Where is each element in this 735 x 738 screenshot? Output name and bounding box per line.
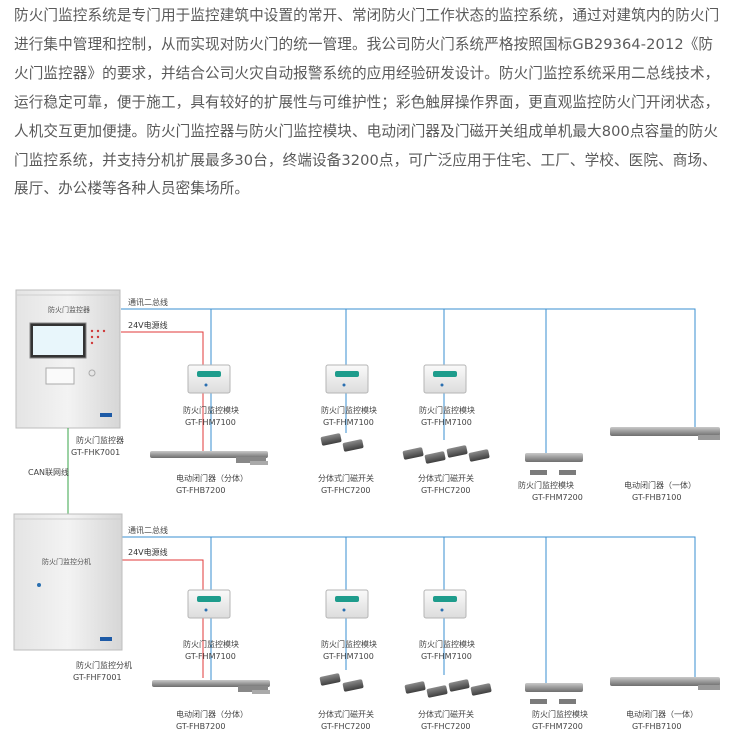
lower-dev-1-model: GT-FHB7200 xyxy=(176,722,225,731)
upper-controller-name: 防火门监控器 xyxy=(76,435,124,445)
upper-door-module-bar xyxy=(525,453,583,475)
can-label: CAN联网线 xyxy=(28,467,69,477)
upper-dev-3-model: GT-FHC7200 xyxy=(421,486,471,495)
upper-module-2-model: GT-FHM7100 xyxy=(323,418,374,427)
lower-module-3-name: 防火门监控模块 xyxy=(419,639,475,649)
lower-module-3-model: GT-FHM7100 xyxy=(421,652,472,661)
lower-door-magnet-1 xyxy=(319,673,364,692)
lower-dev-2-model: GT-FHC7200 xyxy=(321,722,371,731)
upper-dev-5-name: 电动闭门器（一体） xyxy=(624,480,696,490)
upper-door-closer-split xyxy=(150,451,268,465)
upper-door-magnet-2 xyxy=(402,445,490,464)
lower-module-1-name: 防火门监控模块 xyxy=(183,639,239,649)
upper-module-3-name: 防火门监控模块 xyxy=(419,405,475,415)
lower-module-2-model: GT-FHM7100 xyxy=(323,652,374,661)
upper-controller-model: GT-FHK7001 xyxy=(71,448,120,457)
upper-power-lines xyxy=(121,331,204,451)
lower-system: 通讯二总线 24V电源线 防火门监控分机 防火门监控分机 GT-FHF7001 … xyxy=(13,513,720,731)
upper-dev-1-name: 电动闭门器（分体） xyxy=(176,473,248,483)
upper-dev-5-model: GT-FHB7100 xyxy=(632,493,681,502)
lower-bus-label: 通讯二总线 xyxy=(128,525,168,535)
lower-door-magnet-2 xyxy=(404,679,492,698)
upper-panel-title: 防火门监控器 xyxy=(48,305,90,314)
upper-door-magnet-1 xyxy=(320,433,364,452)
lower-dev-2-name: 分体式门磁开关 xyxy=(318,709,374,719)
upper-dev-2-model: GT-FHC7200 xyxy=(321,486,371,495)
lower-dev-3-model: GT-FHC7200 xyxy=(421,722,471,731)
lower-module-2-name: 防火门监控模块 xyxy=(321,639,377,649)
intro-paragraph: 防火门监控系统是专门用于监控建筑中设置的常开、常闭防火门工作状态的监控系统，通过… xyxy=(14,2,724,204)
system-diagram: 通讯二总线 24V电源线 防火门监控器 防火门监控器 GT-FHK7001 防火… xyxy=(13,289,720,731)
lower-module-1 xyxy=(187,589,231,619)
intro-text: 防火门监控系统是专门用于监控建筑中设置的常开、常闭防火门工作状态的监控系统，通过… xyxy=(14,7,720,198)
upper-dev-3-name: 分体式门磁开关 xyxy=(418,473,474,483)
lower-controller-cabinet: 防火门监控分机 xyxy=(13,513,123,651)
lower-module-3 xyxy=(423,589,467,619)
upper-module-1-model: GT-FHM7100 xyxy=(185,418,236,427)
lower-controller-model: GT-FHF7001 xyxy=(73,673,122,682)
upper-power-label: 24V电源线 xyxy=(128,320,168,330)
upper-module-1 xyxy=(187,364,231,394)
upper-door-closer-integrated xyxy=(610,427,720,440)
upper-system: 通讯二总线 24V电源线 防火门监控器 防火门监控器 GT-FHK7001 防火… xyxy=(15,289,720,502)
upper-dev-4-model: GT-FHM7200 xyxy=(532,493,583,502)
lower-module-2 xyxy=(325,589,369,619)
lower-power-lines xyxy=(121,559,204,678)
upper-module-3 xyxy=(423,364,467,394)
upper-controller-screen xyxy=(33,326,83,355)
lower-dev-5-model: GT-FHB7100 xyxy=(632,722,681,731)
upper-module-2 xyxy=(325,364,369,394)
lower-dev-4-name: 防火门监控模块 xyxy=(532,709,588,719)
upper-bus-label: 通讯二总线 xyxy=(128,297,168,307)
lower-door-module-bar xyxy=(525,683,583,704)
upper-controller-cabinet: 防火门监控器 xyxy=(15,289,121,429)
lower-bus-lines xyxy=(121,536,696,683)
upper-module-3-model: GT-FHM7100 xyxy=(421,418,472,427)
lower-dev-5-name: 电动闭门器（一体） xyxy=(626,709,698,719)
lower-controller-name: 防火门监控分机 xyxy=(76,660,132,670)
upper-dev-1-model: GT-FHB7200 xyxy=(176,486,225,495)
lower-door-closer-split xyxy=(152,680,270,694)
upper-dev-4-name: 防火门监控模块 xyxy=(518,480,574,490)
lower-dev-3-name: 分体式门磁开关 xyxy=(418,709,474,719)
lower-door-closer-integrated xyxy=(610,677,720,690)
upper-bus-lines xyxy=(121,308,696,455)
upper-module-1-name: 防火门监控模块 xyxy=(183,405,239,415)
lower-power-label: 24V电源线 xyxy=(128,547,168,557)
upper-module-2-name: 防火门监控模块 xyxy=(321,405,377,415)
lower-dev-4-model: GT-FHM7200 xyxy=(532,722,583,731)
lower-module-1-model: GT-FHM7100 xyxy=(185,652,236,661)
upper-dev-2-name: 分体式门磁开关 xyxy=(318,473,374,483)
lower-dev-1-name: 电动闭门器（分体） xyxy=(176,709,248,719)
lower-panel-title: 防火门监控分机 xyxy=(42,557,91,566)
